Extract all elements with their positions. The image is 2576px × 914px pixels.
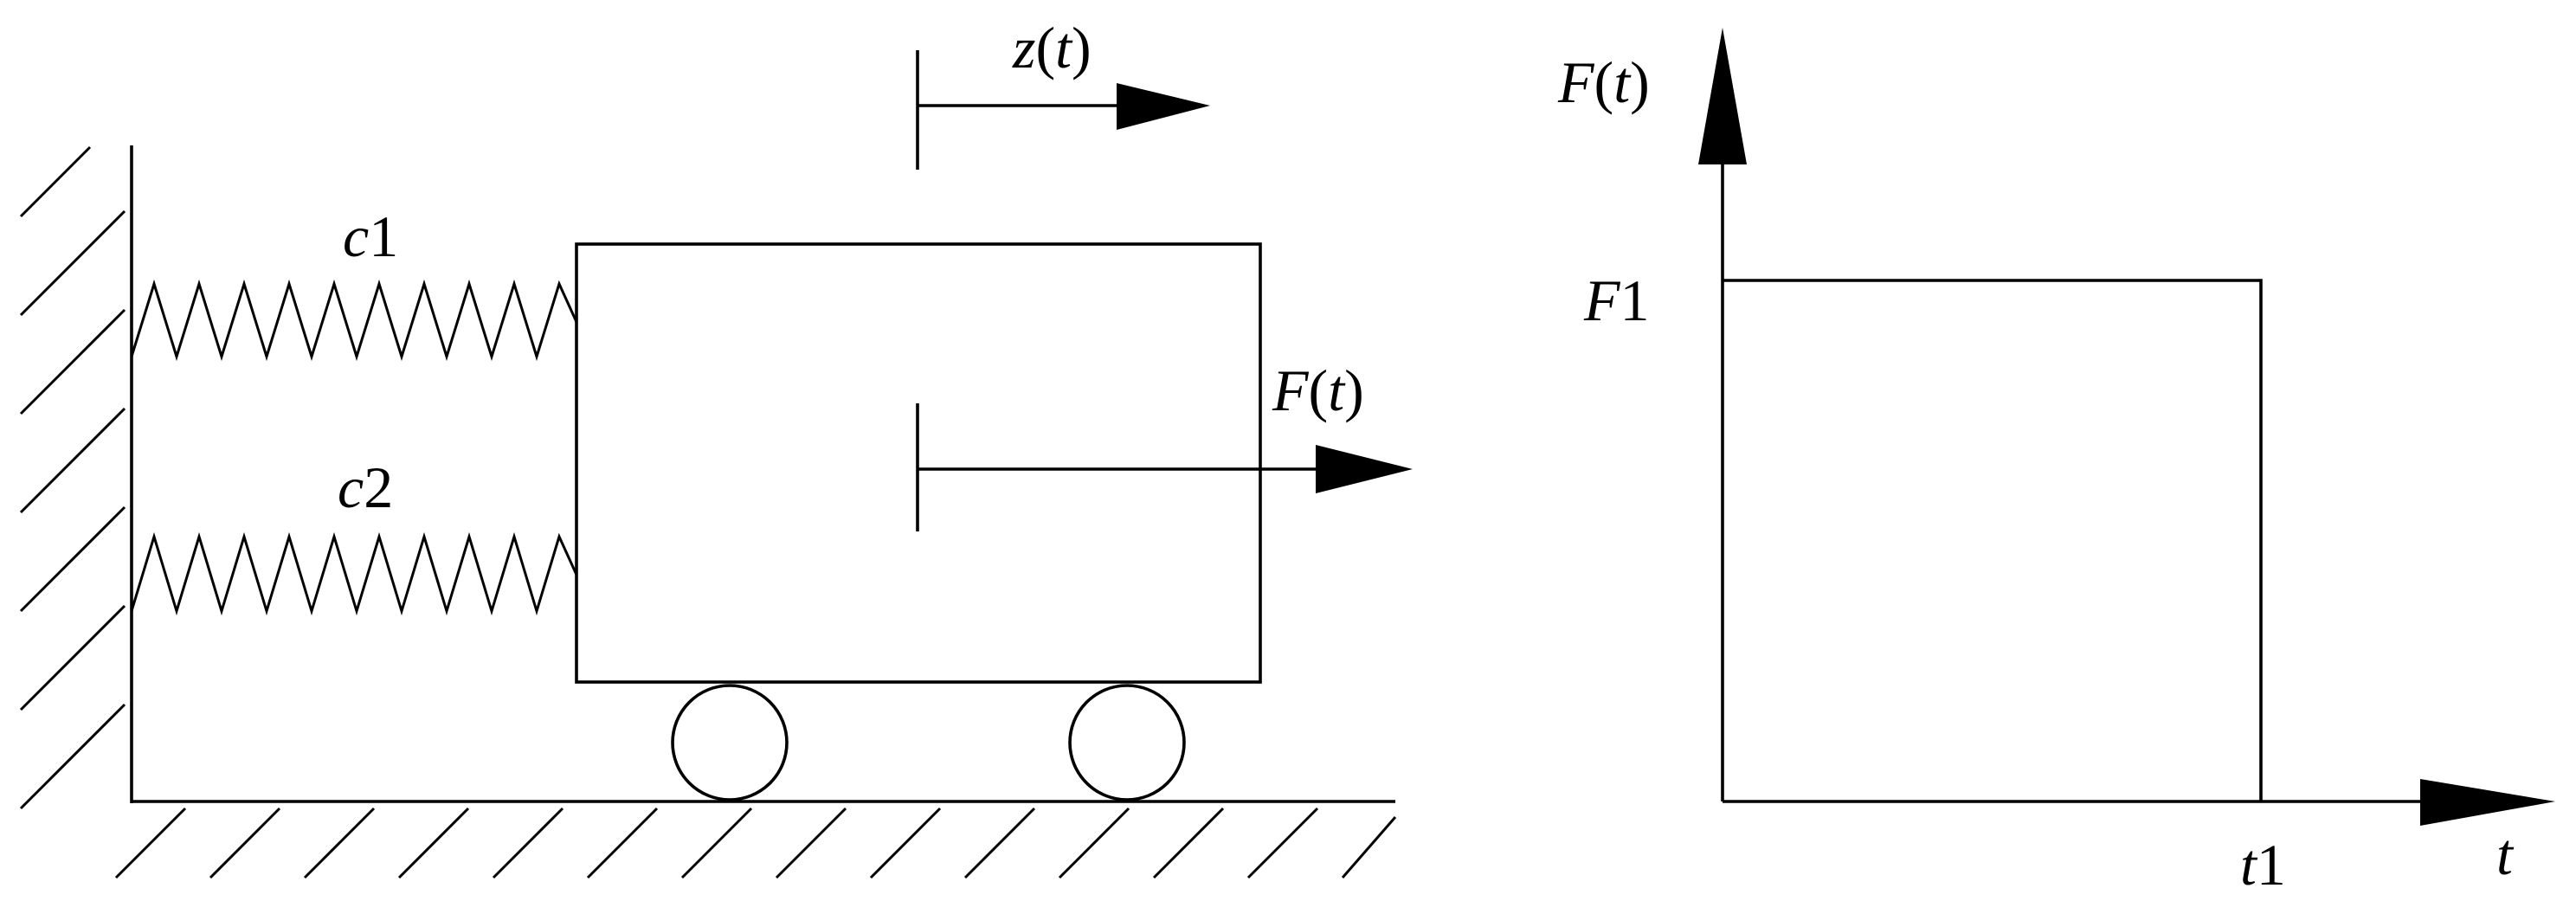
label-displacement: z(t) [1012,15,1092,80]
wall-hatching [19,145,126,810]
plot-t1-label: t1 [2240,832,2286,898]
spring-c2 [130,531,578,616]
label-force: F(t) [1272,357,1364,423]
label-spring-c1: c1 [343,203,398,269]
plot-level-label: F1 [1583,267,1650,333]
force-pulse-plot: F(t) F1 t1 t [1557,28,2555,898]
plot-pulse [1723,279,2263,801]
displacement-arrow-head [1117,83,1210,130]
mass-spring-system: c1 c2 z(t) F(t) [19,15,1413,879]
wheel-left [671,684,789,801]
plot-x-axis-label: t [2496,821,2515,887]
mass-block [575,242,1262,684]
force-arrow-head [1316,445,1413,493]
ground-hatching [114,807,1397,879]
label-spring-c2: c2 [338,454,393,520]
plot-y-axis-label: F(t) [1557,49,1650,115]
spring-c1 [130,279,578,362]
plot-x-axis-arrow-head [2420,779,2555,826]
wheel-right [1068,684,1186,801]
plot-y-axis-arrow-head [1698,28,1747,164]
